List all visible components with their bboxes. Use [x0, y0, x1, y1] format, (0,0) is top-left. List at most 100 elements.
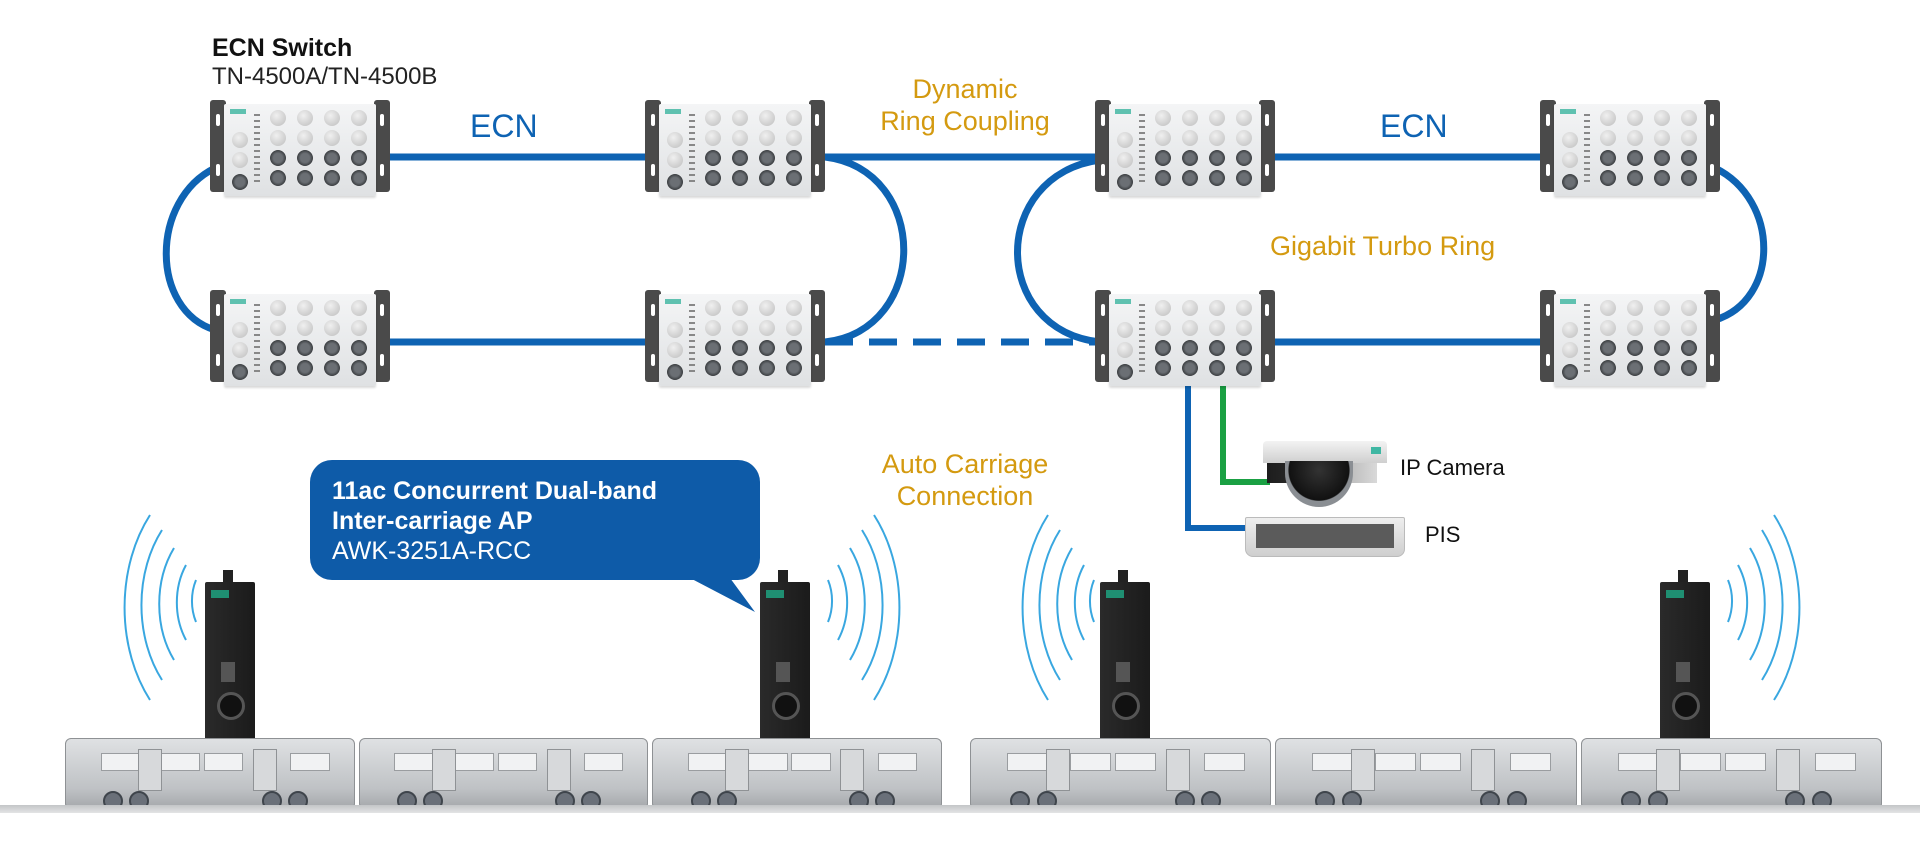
- port: [786, 150, 802, 166]
- window: [160, 753, 201, 771]
- ethernet-port: [1676, 662, 1690, 682]
- window: [1680, 753, 1722, 771]
- mount-bracket: [645, 290, 661, 382]
- ethernet-port: [221, 662, 235, 682]
- mount-bracket: [1095, 290, 1111, 382]
- window: [584, 753, 624, 771]
- wifi-waves: [123, 514, 1801, 701]
- window: [877, 753, 918, 771]
- brand-logo: [1115, 299, 1131, 304]
- port: [1681, 150, 1697, 166]
- camera-dome: [1285, 461, 1353, 507]
- port: [1562, 132, 1578, 148]
- port: [1654, 320, 1670, 336]
- auto-carriage-connection-label: Auto Carriage Connection: [860, 448, 1070, 512]
- ethernet-port: [776, 662, 790, 682]
- pis-display: [1245, 517, 1405, 557]
- port: [232, 132, 248, 148]
- port: [1209, 110, 1225, 126]
- port: [1681, 170, 1697, 186]
- port: [1681, 360, 1697, 376]
- port: [1117, 322, 1133, 338]
- mount-bracket: [374, 290, 390, 382]
- port: [1209, 340, 1225, 356]
- port: [351, 170, 367, 186]
- port: [705, 300, 721, 316]
- port: [1600, 340, 1616, 356]
- mount-bracket: [210, 290, 226, 382]
- brand-logo: [665, 299, 681, 304]
- port: [232, 342, 248, 358]
- window: [1312, 753, 1354, 771]
- port: [324, 320, 340, 336]
- door: [1165, 749, 1190, 791]
- ip-camera-label: IP Camera: [1400, 455, 1505, 480]
- port: [270, 300, 286, 316]
- port: [1236, 320, 1252, 336]
- port: [1627, 360, 1643, 376]
- brand-logo: [665, 109, 681, 114]
- brand-logo: [1666, 590, 1684, 598]
- ecn-switch-4: [1540, 100, 1720, 196]
- switch-body: [659, 104, 811, 196]
- train-car: [358, 738, 649, 811]
- port: [324, 110, 340, 126]
- link-sw7-pis: [1185, 385, 1248, 531]
- ecn-switch-8: [1540, 290, 1720, 386]
- port: [297, 130, 313, 146]
- port: [1182, 320, 1198, 336]
- antenna-connector: [223, 570, 233, 584]
- port: [1600, 300, 1616, 316]
- port: [705, 320, 721, 336]
- port: [1182, 360, 1198, 376]
- port: [732, 130, 748, 146]
- port: [1209, 170, 1225, 186]
- port: [351, 340, 367, 356]
- port: [1681, 110, 1697, 126]
- auto-carriage-line2: Connection: [896, 481, 1034, 511]
- port: [1182, 340, 1198, 356]
- port: [732, 110, 748, 126]
- port: [732, 320, 748, 336]
- port: [1562, 364, 1578, 380]
- led-column: [254, 304, 260, 376]
- brand-logo: [766, 590, 784, 598]
- port: [351, 150, 367, 166]
- ap-body: [1100, 582, 1150, 744]
- port: [351, 110, 367, 126]
- port: [1600, 170, 1616, 186]
- port: [1654, 340, 1670, 356]
- ecn-switch-1: [210, 100, 390, 196]
- port: [1654, 360, 1670, 376]
- switch-body: [1109, 294, 1261, 386]
- port: [297, 300, 313, 316]
- port: [1681, 340, 1697, 356]
- brand-logo: [1106, 590, 1124, 598]
- led-column: [1584, 114, 1590, 186]
- mount-bracket: [210, 100, 226, 192]
- led-column: [1139, 114, 1145, 186]
- port: [1236, 130, 1252, 146]
- brand-logo: [1560, 299, 1576, 304]
- window: [1617, 753, 1659, 771]
- port: [270, 340, 286, 356]
- port: [759, 300, 775, 316]
- door: [1470, 749, 1495, 791]
- port: [1182, 300, 1198, 316]
- port: [1155, 150, 1171, 166]
- ecn-label-right: ECN: [1380, 108, 1448, 144]
- ecn-switch-6: [645, 290, 825, 386]
- port: [297, 320, 313, 336]
- port: [1155, 300, 1171, 316]
- port: [1681, 320, 1697, 336]
- port: [1155, 360, 1171, 376]
- port: [270, 150, 286, 166]
- port: [1627, 170, 1643, 186]
- ap-body: [1660, 582, 1710, 744]
- link-sw4-sw8: [1713, 164, 1768, 324]
- port: [759, 130, 775, 146]
- m12-connector: [1672, 692, 1700, 720]
- callout-tail: [690, 578, 755, 612]
- window: [100, 753, 140, 771]
